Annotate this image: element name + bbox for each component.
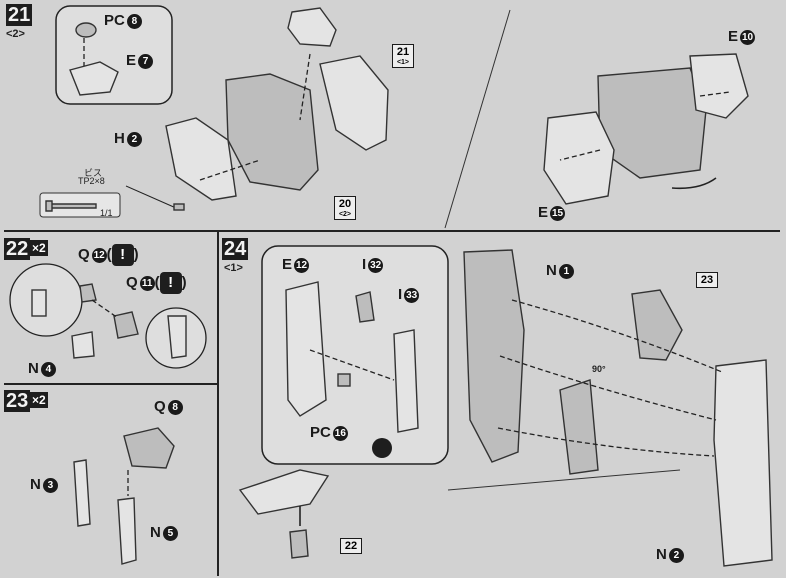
- step21r-dash-1: [559, 149, 601, 161]
- foot-part: [238, 469, 330, 515]
- step23-multiplier: ×2: [30, 392, 48, 408]
- ref-step23: 23: [696, 272, 718, 288]
- e7-part: [69, 61, 119, 96]
- screw-qty: 1/1: [100, 208, 113, 218]
- pc16-part: [337, 373, 351, 387]
- step23-number: 23: [4, 390, 31, 412]
- step22-dash: [91, 299, 119, 319]
- screw-label: TP2×8: [78, 176, 105, 186]
- rotation-angle: 90°: [592, 364, 606, 374]
- step22-number: 22: [4, 238, 31, 260]
- step24-dash-2: [499, 355, 717, 421]
- ref-step20-2: 20<2>: [334, 196, 356, 220]
- step21-dash-2: [199, 159, 261, 181]
- e12-part: [285, 281, 327, 417]
- ref-step22: 22: [340, 538, 362, 554]
- pc16-detail-icon: [372, 438, 392, 458]
- screw-label-jp: ビス: [84, 168, 103, 178]
- step21r-dash-2: [699, 91, 731, 97]
- n2-part: [713, 359, 773, 567]
- inner-frame-part: [559, 379, 599, 475]
- ref-step21-1: 21<1>: [392, 44, 414, 68]
- step24-sub: <1>: [224, 262, 243, 274]
- i32-part: [355, 291, 375, 323]
- screw-leader: [125, 185, 177, 209]
- n5-part: [117, 497, 137, 565]
- e15-part: [543, 111, 615, 205]
- e10-part: [689, 53, 749, 119]
- q8-part: [123, 427, 175, 469]
- step21-ref-part: [319, 55, 389, 151]
- step21-number: 21: [6, 4, 33, 26]
- step24-dash-1: [511, 299, 723, 373]
- step21-dash-1: [299, 53, 311, 121]
- step22-ref-part: [289, 529, 309, 559]
- divider-step21-sub: [444, 9, 511, 229]
- leg-assembly-part: [597, 67, 707, 179]
- step24-number: 24: [222, 238, 249, 260]
- step23-ref-part: [631, 289, 683, 361]
- q11-part: [113, 311, 139, 339]
- n3-part: [73, 459, 91, 527]
- n4-part: [71, 331, 95, 359]
- pc8-part: [75, 22, 97, 38]
- step22-zoom-right-part: [167, 315, 187, 359]
- screw-part: [173, 203, 185, 211]
- step21-sub: <2>: [6, 28, 25, 40]
- rotate-arrow: [671, 177, 717, 190]
- q12-part: [79, 283, 97, 303]
- warning-icon: !: [111, 244, 134, 266]
- top-cap-part: [287, 7, 337, 47]
- step24-inset-dash: [309, 349, 395, 381]
- torso-frame-part: [225, 73, 319, 191]
- step22-zoom-left-part: [31, 289, 47, 317]
- h2-part: [165, 117, 237, 201]
- step22-multiplier: ×2: [30, 240, 48, 256]
- step24-dash-3: [497, 427, 715, 457]
- warning-icon: !: [159, 272, 182, 294]
- n1-part: [463, 249, 525, 463]
- i33-part: [393, 329, 419, 433]
- divider-step24-sub: [447, 469, 681, 491]
- screw-icon: [45, 200, 97, 212]
